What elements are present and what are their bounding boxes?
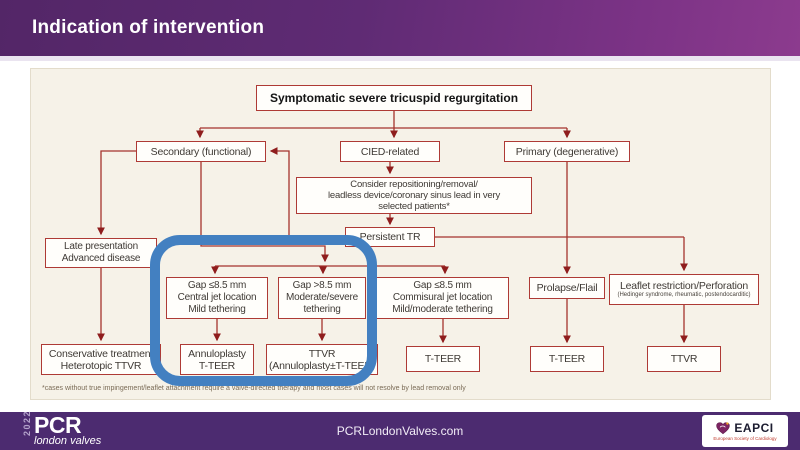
pcr-logo-year: 2022 xyxy=(22,409,32,436)
node-primary-degenerative: Primary (degenerative) xyxy=(504,141,630,162)
node-tteer-prolapse: T-TEER xyxy=(530,346,604,372)
highlight-ring xyxy=(150,235,377,386)
eapci-name: EAPCI xyxy=(734,421,774,435)
node-cied-related: CIED-related xyxy=(340,141,440,162)
pcr-logo: 2022 PCR london valves xyxy=(22,409,102,448)
pcr-logo-name: PCR xyxy=(34,412,82,438)
node-gap-central-jet: Gap ≤8.5 mm Central jet location Mild te… xyxy=(166,277,268,319)
node-gap-large: Gap >8.5 mm Moderate/severe tethering xyxy=(278,277,366,319)
page-title: Indication of intervention xyxy=(32,17,265,38)
header-divider xyxy=(0,56,800,61)
footer-url: PCRLondonValves.com xyxy=(336,424,464,438)
node-consider-repositioning: Consider repositioning/removal/ leadless… xyxy=(296,177,532,214)
node-gap-commissural-jet: Gap ≤8.5 mm Commisural jet location Mild… xyxy=(376,277,509,319)
eapci-logo: EAPCI European Society of Cardiology xyxy=(702,415,788,447)
node-tteer-commissural: T-TEER xyxy=(406,346,480,372)
node-ttvr-leaflet: TTVR xyxy=(647,346,721,372)
node-conservative-treatment: Conservative treatment Heterotopic TTVR xyxy=(41,344,161,375)
eapci-subtitle: European Society of Cardiology xyxy=(713,436,777,441)
pcr-logo-subtitle: london valves xyxy=(34,435,102,447)
node-late-presentation: Late presentation Advanced disease xyxy=(45,238,157,268)
node-symptomatic-severe-tr: Symptomatic severe tricuspid regurgitati… xyxy=(256,85,532,111)
node-leaflet-restriction: Leaflet restriction/Perforation (Hedinge… xyxy=(609,274,759,305)
node-secondary-functional: Secondary (functional) xyxy=(136,141,266,162)
footnote: *cases without true impingement/leaflet … xyxy=(42,385,466,392)
node-annuloplasty-tteer: Annuloplasty T-TEER xyxy=(180,344,254,375)
slide-header: Indication of intervention xyxy=(0,0,800,56)
slide-footer: PCRLondonValves.com 2022 PCR london valv… xyxy=(0,409,800,450)
node-prolapse-flail: Prolapse/Flail xyxy=(529,277,605,299)
heart-icon xyxy=(716,421,731,434)
